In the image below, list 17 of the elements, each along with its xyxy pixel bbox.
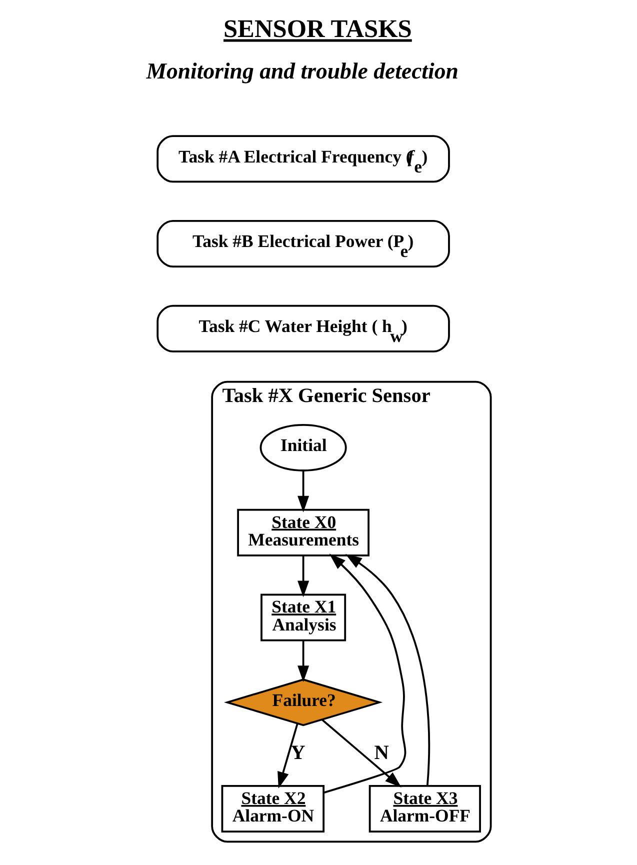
arrow — [298, 556, 310, 598]
arrow — [278, 723, 298, 788]
node-box: State X2 Alarm-ON — [221, 785, 325, 833]
label: Monitoring and trouble detection — [146, 58, 458, 84]
arrow — [298, 470, 310, 512]
node-ellipse: Initial — [260, 424, 347, 472]
node-diamond: Failure? — [224, 678, 383, 726]
arrow — [322, 719, 402, 788]
edge-label: N — [374, 742, 389, 764]
arrow — [323, 554, 406, 794]
node-box: State X1 Analysis — [260, 594, 346, 642]
node-box: State X0 Measurements — [237, 508, 370, 556]
arrow — [298, 640, 310, 682]
edge-label: Y — [290, 742, 306, 764]
diagram-title: SENSOR TASKS — [223, 15, 412, 44]
node-box: State X3 Alarm-OFF — [368, 785, 481, 833]
arrow — [345, 554, 430, 786]
